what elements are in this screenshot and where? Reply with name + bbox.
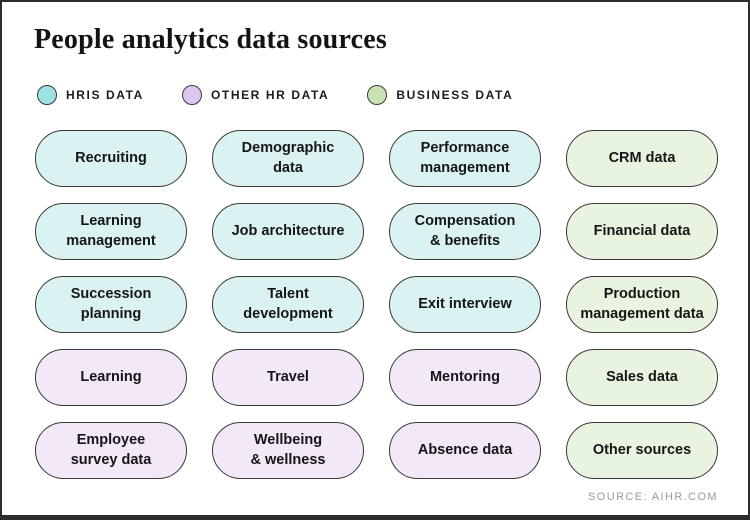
pill-succession-planning: Succession planning	[35, 276, 187, 333]
pill-label: Wellbeing & wellness	[250, 432, 326, 468]
legend-label: HRIS DATA	[66, 88, 144, 102]
legend-item-hris-data: HRIS DATA	[37, 85, 144, 105]
legend: HRIS DATA OTHER HR DATA BUSINESS DATA	[37, 85, 513, 105]
pill-wellbeing-wellness: Wellbeing & wellness	[212, 422, 364, 479]
pill-compensation-benefits: Compensation & benefits	[389, 203, 541, 260]
pill-label: Mentoring	[429, 368, 501, 385]
pill-label: Exit interview	[418, 295, 512, 312]
pill-label: Learning	[80, 368, 142, 385]
page-title: People analytics data sources	[34, 24, 387, 55]
pill-label: Compensation & benefits	[414, 213, 516, 249]
pill-label: Absence data	[417, 441, 513, 458]
pill-production-management-data: Production management data	[566, 276, 718, 333]
pill-performance-management: Performance management	[389, 130, 541, 187]
pill-label: CRM data	[608, 149, 676, 166]
pill-label: Employee survey data	[70, 432, 152, 468]
pill-label: Talent development	[243, 286, 333, 322]
pill-label: Succession planning	[70, 286, 152, 322]
pill-mentoring: Mentoring	[389, 349, 541, 406]
pill-label: Performance management	[420, 140, 510, 176]
pill-label: Recruiting	[75, 149, 147, 166]
pill-label: Other sources	[592, 441, 692, 458]
source-credit: SOURCE: AIHR.COM	[588, 491, 718, 503]
pill-learning-management: Learning management	[35, 203, 187, 260]
pill-grid: Recruiting Demographic data Performance ma…	[35, 130, 718, 479]
pill-job-architecture: Job architecture	[212, 203, 364, 260]
pill-label: Learning management	[66, 213, 156, 249]
pill-label: Financial data	[593, 222, 691, 239]
legend-item-business-data: BUSINESS DATA	[367, 85, 513, 105]
pill-other-sources: Other sources	[566, 422, 718, 479]
pill-demographic-data: Demographic data	[212, 130, 364, 187]
pill-talent-development: Talent development	[212, 276, 364, 333]
pill-absence-data: Absence data	[389, 422, 541, 479]
pill-sales-data: Sales data	[566, 349, 718, 406]
pill-exit-interview: Exit interview	[389, 276, 541, 333]
pill-learning: Learning	[35, 349, 187, 406]
pill-travel: Travel	[212, 349, 364, 406]
pill-label: Sales data	[606, 368, 678, 385]
legend-label: OTHER HR DATA	[210, 88, 330, 102]
pill-label: Production management data	[580, 286, 704, 322]
pill-crm-data: CRM data	[566, 130, 718, 187]
legend-dot-icon	[181, 85, 202, 105]
legend-item-other-hr-data: OTHER HR DATA	[181, 85, 330, 105]
pill-recruiting: Recruiting	[35, 130, 187, 187]
pill-label: Job architecture	[231, 222, 345, 239]
legend-dot-icon	[37, 85, 57, 105]
pill-financial-data: Financial data	[566, 203, 718, 260]
pill-label: Demographic data	[241, 140, 335, 176]
legend-dot-icon	[367, 85, 388, 105]
pill-label: Travel	[267, 368, 309, 385]
legend-label: BUSINESS DATA	[396, 88, 514, 102]
pill-employee-survey-data: Employee survey data	[35, 422, 187, 479]
